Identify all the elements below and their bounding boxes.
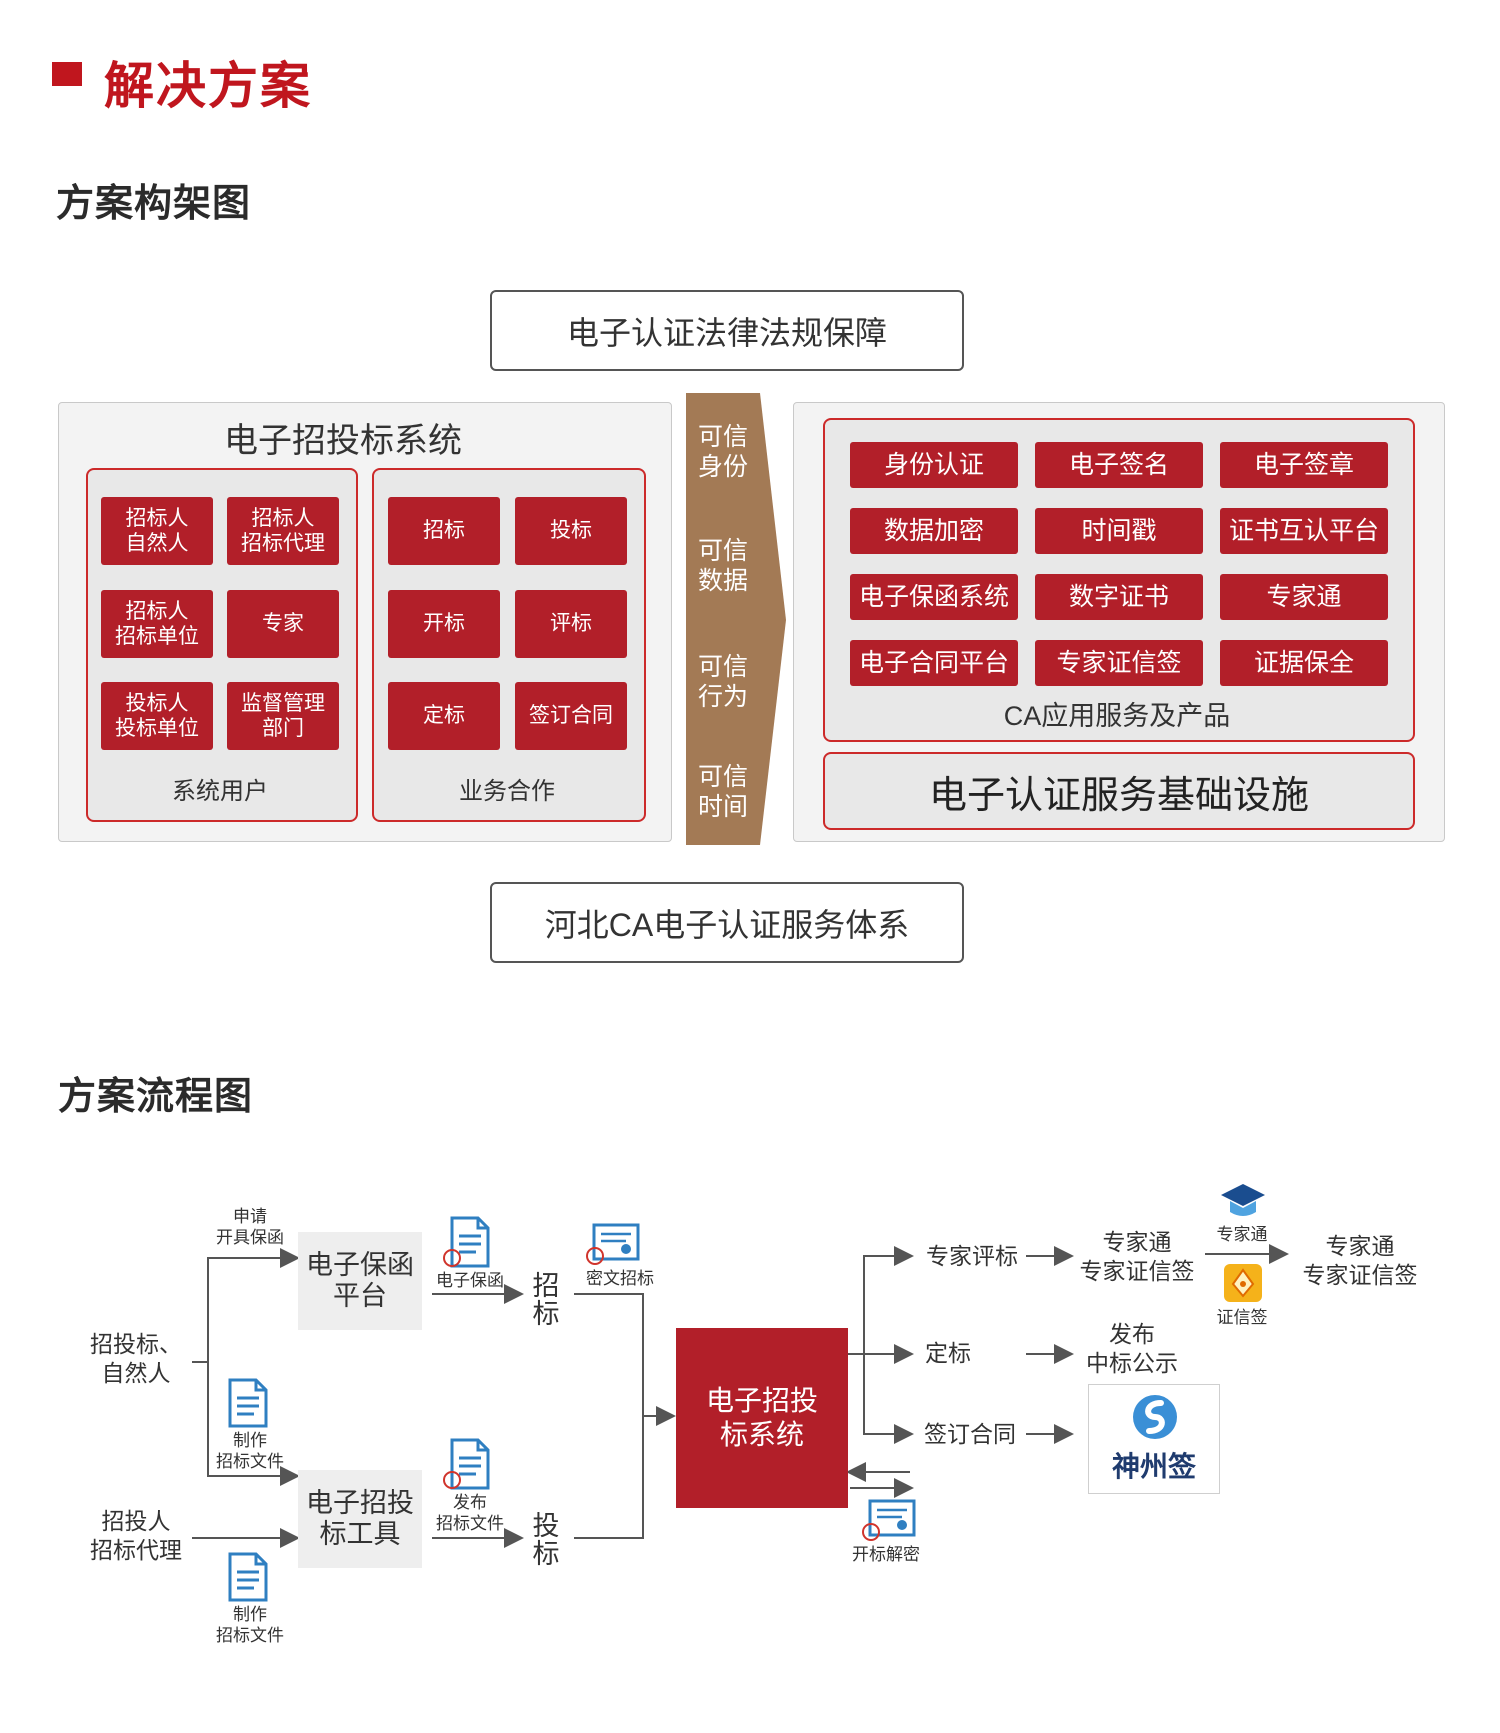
ca-product-block: 数据加密 xyxy=(850,508,1018,554)
infrastructure-box: 电子认证服务基础设施 xyxy=(823,752,1415,830)
branch-award: 定标 xyxy=(925,1340,971,1366)
make-doc-top-label: 制作 招标文件 xyxy=(216,1431,284,1472)
law-guarantee-box: 电子认证法律法规保障 xyxy=(490,290,964,371)
ca-product-block: 时间戳 xyxy=(1035,508,1203,554)
result-award: 发布 中标公示 xyxy=(1086,1321,1178,1376)
actor-top: 招投标、 自然人 xyxy=(90,1331,182,1386)
icon-expert-pass-label: 专家通 xyxy=(1216,1225,1268,1244)
guarantee-platform-box: 电子保函 平台 xyxy=(298,1232,422,1330)
trust-label: 可信 时间 xyxy=(697,763,748,821)
shenzhouqian-logo: 神州签 xyxy=(1088,1384,1220,1494)
logo-mark-icon xyxy=(1133,1395,1177,1439)
user-role-block: 招标人 招标代理 xyxy=(227,497,339,565)
result-evaluate: 专家通 专家证信签 xyxy=(1079,1229,1195,1284)
ca-product-block: 身份认证 xyxy=(850,442,1018,488)
trust-label: 可信 身份 xyxy=(697,423,748,481)
make-doc-bottom-label: 制作 招标文件 xyxy=(216,1605,284,1646)
business-step-block: 开标 xyxy=(388,590,500,658)
certificate-icon xyxy=(586,1223,640,1265)
doc-publish-label: 发布 招标文件 xyxy=(436,1493,504,1534)
ca-product-block: 电子签章 xyxy=(1220,442,1388,488)
bidding-system-box: 电子招投 标系统 xyxy=(676,1328,848,1508)
user-role-block: 监督管理 部门 xyxy=(227,682,339,750)
user-role-block: 招标人 自然人 xyxy=(101,497,213,565)
step-zhaobiao: 招 标 xyxy=(532,1271,560,1330)
logo-text: 神州签 xyxy=(1111,1451,1196,1482)
architecture-section-title: 方案构架图 xyxy=(56,183,252,225)
business-step-block: 签订合同 xyxy=(515,682,627,750)
ca-product-block: 专家证信签 xyxy=(1035,640,1203,686)
business-step-block: 评标 xyxy=(515,590,627,658)
business-step-block: 定标 xyxy=(388,682,500,750)
system-users-label: 系统用户 xyxy=(172,777,268,805)
user-role-block: 招标人 招标单位 xyxy=(101,590,213,658)
guarantee-document-icon xyxy=(443,1216,490,1268)
page-title: 解决方案 xyxy=(104,58,312,114)
ca-product-block: 专家通 xyxy=(1220,574,1388,620)
hebei-ca-box: 河北CA电子认证服务体系 xyxy=(490,882,964,963)
document-icon xyxy=(228,1378,268,1428)
doc-decrypt-label: 开标解密 xyxy=(852,1545,920,1564)
trust-label: 可信 行为 xyxy=(697,653,748,711)
ca-product-block: 证据保全 xyxy=(1220,640,1388,686)
flow-section-title: 方案流程图 xyxy=(58,1076,254,1118)
graduation-cap-icon xyxy=(1221,1184,1265,1216)
document-icon xyxy=(228,1552,268,1602)
doc-encrypted-label: 密文招标 xyxy=(586,1269,654,1288)
user-role-block: 专家 xyxy=(227,590,339,658)
trust-label: 可信 数据 xyxy=(697,537,748,595)
actor-bottom: 招投人 招标代理 xyxy=(90,1508,182,1563)
business-label: 业务合作 xyxy=(459,777,555,805)
business-step-block: 招标 xyxy=(388,497,500,565)
apply-guarantee-label: 申请 开具保函 xyxy=(216,1207,284,1248)
ca-products-label: CA应用服务及产品 xyxy=(1003,700,1231,731)
doc-guarantee-label: 电子保函 xyxy=(436,1271,504,1290)
ca-product-block: 数字证书 xyxy=(1035,574,1203,620)
ca-product-block: 电子签名 xyxy=(1035,442,1203,488)
branch-evaluate: 专家评标 xyxy=(926,1243,1018,1269)
publish-document-icon xyxy=(443,1438,490,1490)
ca-product-block: 电子保函系统 xyxy=(850,574,1018,620)
ca-product-block: 证书互认平台 xyxy=(1220,508,1388,554)
icon-credit-sign-label: 证信签 xyxy=(1216,1308,1268,1327)
certificate-icon xyxy=(862,1499,916,1541)
step-toubiao: 投 标 xyxy=(532,1511,560,1570)
business-step-block: 投标 xyxy=(515,497,627,565)
header-icon xyxy=(52,62,82,86)
bidding-system-title: 电子招投标系统 xyxy=(224,421,462,460)
pen-nib-icon xyxy=(1224,1264,1262,1302)
branch-contract: 签订合同 xyxy=(924,1421,1016,1447)
bidding-tool-box: 电子招投 标工具 xyxy=(298,1470,422,1568)
user-role-block: 投标人 投标单位 xyxy=(101,682,213,750)
ca-product-block: 电子合同平台 xyxy=(850,640,1018,686)
final-evaluate: 专家通 专家证信签 xyxy=(1302,1233,1418,1288)
